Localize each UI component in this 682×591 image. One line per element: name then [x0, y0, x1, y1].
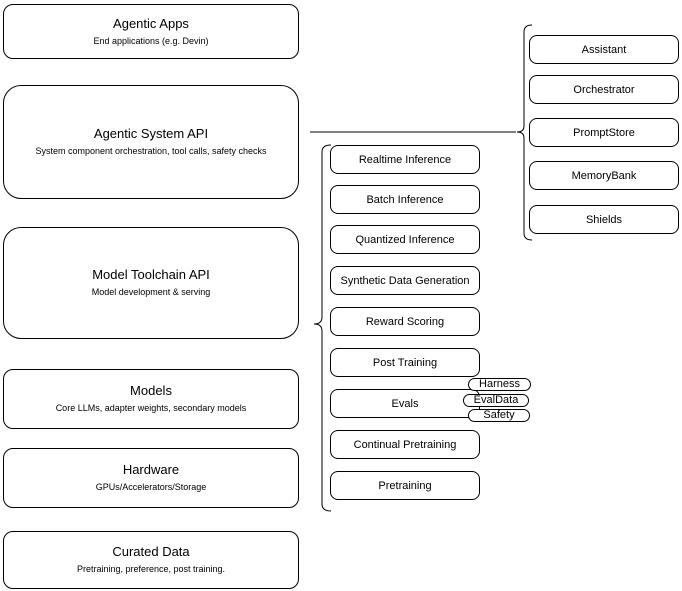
eval-tag-evaldata: EvalData: [463, 394, 529, 407]
node-reward-scoring: Reward Scoring: [330, 307, 480, 336]
node-subtitle: Pretraining, preference, post training.: [76, 564, 226, 575]
node-batch-inference: Batch Inference: [330, 185, 480, 214]
node-title: Curated Data: [112, 544, 190, 560]
node-assistant: Assistant: [529, 35, 679, 64]
node-title: Model Toolchain API: [92, 267, 210, 283]
node-orchestrator: Orchestrator: [529, 75, 679, 104]
node-subtitle: System component orchestration, tool cal…: [35, 146, 267, 157]
node-title: Models: [130, 383, 172, 399]
node-subtitle: GPUs/Accelerators/Storage: [95, 482, 207, 493]
eval-tag-safety: Safety: [468, 409, 530, 422]
node-subtitle: Model development & serving: [91, 287, 211, 298]
node-title: Agentic System API: [93, 126, 209, 142]
node-model-toolchain-api: Model Toolchain API Model development & …: [3, 227, 299, 339]
node-realtime-inference: Realtime Inference: [330, 145, 480, 174]
node-hardware: Hardware GPUs/Accelerators/Storage: [3, 448, 299, 508]
node-curated-data: Curated Data Pretraining, preference, po…: [3, 531, 299, 589]
node-synthetic-data-generation: Synthetic Data Generation: [330, 266, 480, 295]
node-pretraining: Pretraining: [330, 471, 480, 500]
node-quantized-inference: Quantized Inference: [330, 225, 480, 254]
eval-tag-harness: Harness: [468, 378, 531, 391]
toolchain-brace: [313, 144, 332, 512]
node-post-training: Post Training: [330, 348, 480, 377]
node-agentic-apps: Agentic Apps End applications (e.g. Devi…: [3, 4, 299, 59]
node-agentic-system-api: Agentic System API System component orch…: [3, 85, 299, 199]
node-models: Models Core LLMs, adapter weights, secon…: [3, 369, 299, 429]
node-title: Hardware: [122, 462, 180, 478]
node-evals: Evals: [330, 389, 480, 418]
node-subtitle: Core LLMs, adapter weights, secondary mo…: [55, 403, 247, 414]
node-shields: Shields: [529, 205, 679, 234]
node-title: Agentic Apps: [113, 15, 189, 31]
node-subtitle: End applications (e.g. Devin): [93, 35, 209, 46]
components-brace: [516, 24, 533, 241]
node-promptstore: PromptStore: [529, 118, 679, 147]
node-continual-pretraining: Continual Pretraining: [330, 430, 480, 459]
node-memorybank: MemoryBank: [529, 161, 679, 190]
